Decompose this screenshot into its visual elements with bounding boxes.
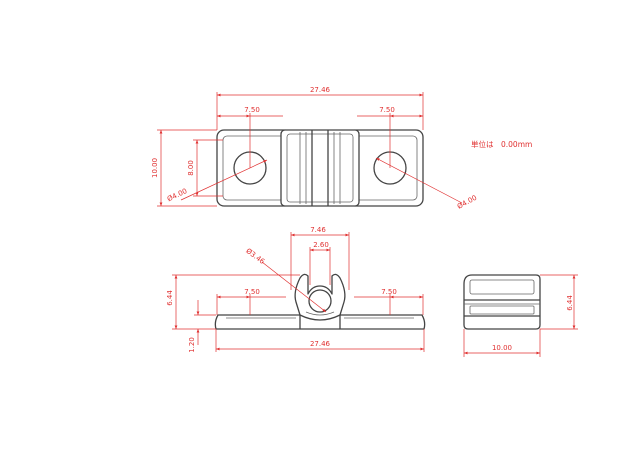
- front-base-plate: [214, 314, 301, 330]
- front-left-offset-label: 7.50: [244, 288, 260, 296]
- top-left-offset-label: 7.50: [244, 106, 260, 114]
- front-right-offset-label: 7.50: [381, 288, 397, 296]
- side-width-label: 10.00: [492, 344, 512, 352]
- side-width-dim: 10.00: [463, 329, 541, 357]
- front-clip-diameter-dim: Ø3.46: [244, 247, 327, 313]
- front-clip-width-label: 7.46: [310, 226, 326, 234]
- side-body: [463, 274, 541, 330]
- right-plate: [348, 129, 424, 207]
- side-height-label: 6.44: [566, 295, 574, 311]
- front-base-thickness-label: 1.20: [188, 337, 196, 353]
- top-view: 27.46 7.50 7.50 10.00 8.00: [151, 86, 478, 211]
- center-clip-body: [280, 129, 360, 207]
- top-left-hole-label: Ø4.00: [166, 187, 189, 203]
- side-height-dim: 6.44: [540, 274, 578, 330]
- top-inner-height-dim: 8.00: [187, 139, 223, 197]
- left-plate: [216, 129, 292, 207]
- side-view: 6.44 10.00: [463, 274, 578, 357]
- top-height-label: 10.00: [151, 158, 159, 178]
- front-clip-width-dim: 7.46: [290, 226, 350, 290]
- top-left-offset-dim: 7.50: [217, 106, 283, 168]
- front-clip-opening-label: 2.60: [313, 241, 329, 249]
- top-overall-width-label: 27.46: [310, 86, 331, 94]
- front-clip-diameter-label: Ø3.46: [244, 247, 266, 266]
- front-base-thickness-dim: 1.20: [188, 300, 216, 353]
- front-view: 7.46 2.60 Ø3.46 6.44 1.20: [166, 226, 426, 353]
- front-left-offset-dim: 7.50: [216, 288, 286, 315]
- unit-note: 単位は 0.00mm: [471, 139, 532, 149]
- front-overall-width-label: 27.46: [310, 340, 331, 348]
- front-clip-opening-dim: 2.60: [309, 241, 331, 285]
- front-height-label: 6.44: [166, 290, 174, 306]
- front-clip: [294, 273, 346, 321]
- top-right-offset-label: 7.50: [379, 106, 395, 114]
- front-height-dim: 6.44: [166, 274, 300, 330]
- top-right-offset-dim: 7.50: [357, 106, 423, 168]
- front-right-offset-dim: 7.50: [354, 288, 424, 315]
- top-right-hole-label: Ø4.00: [456, 194, 478, 211]
- top-overall-width-dim: 27.46: [216, 86, 424, 130]
- top-inner-height-label: 8.00: [187, 160, 195, 176]
- front-clip-bore: [308, 289, 332, 313]
- top-height-dim: 10.00: [151, 129, 217, 207]
- front-overall-width-dim: 27.46: [215, 329, 425, 352]
